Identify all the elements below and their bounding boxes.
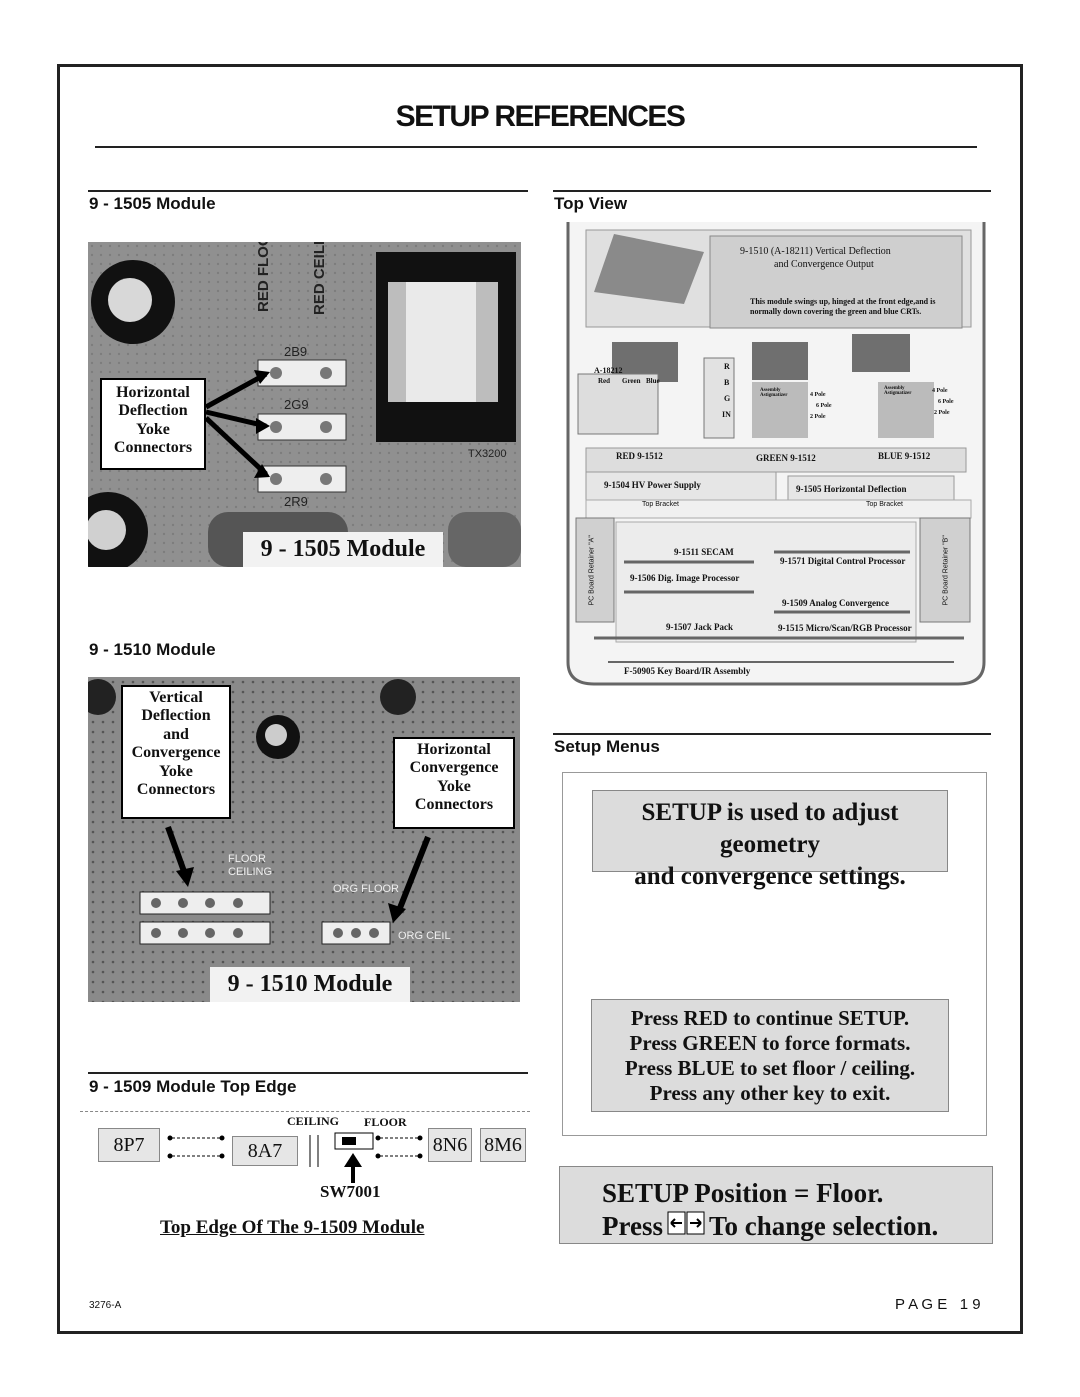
menu-press-text: Press [602, 1211, 663, 1241]
page-border [57, 64, 1023, 1334]
label-retainer-b: PC Board Retainer "B" [942, 535, 950, 606]
connector-8n6: 8N6 [428, 1128, 472, 1162]
label-top-bracket-right: Top Bracket [866, 501, 903, 508]
page-title: SETUP REFERENCES [395, 100, 686, 133]
section-heading-setup-menus: Setup Menus [554, 737, 660, 756]
label-6pole-b: 6 Pole [938, 399, 954, 405]
svg-text:RED FLOOR: RED FLOOR [255, 242, 272, 312]
section-heading-1509-top-edge: 9 - 1509 Module Top Edge [89, 1077, 297, 1096]
menu-option-exit: Press any other key to exit. [649, 1081, 891, 1105]
note-line2: normally down covering the green and blu… [750, 307, 922, 316]
label-assembly-blue: Assembly Astigmatizer [884, 386, 912, 396]
svg-text:FLOOR: FLOOR [228, 853, 266, 865]
photo-1510-module: FLOOR CEILING ORG FLOOR ORG CEIL Vertica… [88, 677, 520, 1002]
svg-text:ORG FLOOR: ORG FLOOR [333, 883, 399, 895]
label-vertical-deflection: Vertical Deflection and Convergence Yoke… [121, 685, 231, 819]
switch-id: SW7001 [320, 1182, 381, 1201]
menu-options-panel: Press RED to continue SETUP. Press GREEN… [591, 999, 949, 1112]
switch-ceiling-label: CEILING [287, 1114, 340, 1128]
arrow-left-right-icon [667, 1210, 705, 1243]
label-2pole-b: 2 Pole [934, 410, 950, 416]
label-in: IN [722, 410, 731, 419]
svg-text:RED CEILING: RED CEILING [311, 242, 328, 315]
menu-screen-frame [562, 772, 987, 1136]
section-rule [88, 190, 528, 192]
switch-floor-label: FLOOR [364, 1115, 407, 1129]
dashed-rule [80, 1111, 530, 1112]
page-number: P A G E 1 9 [895, 1296, 981, 1313]
label-horizontal-deflection: Horizontal Deflection Yoke Connectors [100, 378, 206, 470]
label-blue-1512: BLUE 9-1512 [878, 451, 931, 461]
menu-intro-line1: SETUP is used to adjust geometry [641, 799, 899, 858]
label-dig-image: 9-1506 Dig. Image Processor [630, 573, 740, 583]
connector-8m6: 8M6 [480, 1128, 526, 1162]
label-in-b: B [724, 378, 730, 387]
label-secam: 9-1511 SECAM [674, 547, 734, 557]
label-1510: 9-1510 (A-18211) Vertical Deflection [740, 246, 891, 257]
top-view-diagram: 9-1510 (A-18211) Vertical Deflection and… [564, 222, 988, 688]
circuit-board-illustration: RED FLOOR RED CEILING 2B9 2G9 2R9 TX3200 [88, 242, 521, 567]
menu-intro-line2: and convergence settings. [634, 863, 906, 890]
label-analog-conv: 9-1509 Analog Convergence [782, 598, 889, 608]
edge-caption: Top Edge Of The 9-1509 Module [160, 1217, 425, 1238]
menu-option-red: Press RED to continue SETUP. [630, 1006, 910, 1030]
label-h-deflection: 9-1505 Horizontal Deflection [796, 484, 907, 494]
switch-diagram [167, 1132, 423, 1183]
label-keyboard: F-50905 Key Board/IR Assembly [624, 666, 751, 676]
label-horizontal-convergence: Horizontal Convergence Yoke Connectors [393, 737, 515, 829]
label-4pole-b: 4 Pole [932, 388, 948, 394]
menu-position-line: SETUP Position = Floor. [602, 1178, 884, 1208]
label-6pole-g: 6 Pole [816, 403, 832, 409]
label-green-1512: GREEN 9-1512 [756, 453, 816, 463]
menu-option-blue: Press BLUE to set floor / ceiling. [624, 1056, 916, 1080]
label-a18212: A-18212 [594, 366, 623, 375]
svg-text:2B9: 2B9 [284, 344, 307, 359]
section-heading-top-view: Top View [554, 194, 628, 213]
label-blue-input: Blue [646, 377, 660, 385]
menu-position-panel: SETUP Position = Floor. Press To change … [559, 1166, 993, 1244]
label-micro-scan: 9-1515 Micro/Scan/RGB Processor [778, 623, 912, 633]
label-top-bracket-left: Top Bracket [642, 501, 679, 508]
svg-text:ORG CEIL: ORG CEIL [398, 930, 451, 942]
label-hv-supply: 9-1504 HV Power Supply [604, 480, 701, 490]
label-in-g: G [724, 394, 731, 403]
label-2pole-g: 2 Pole [810, 414, 826, 420]
photo-caption-1505: 9 - 1505 Module [243, 532, 443, 567]
label-in-r: R [724, 362, 730, 371]
doc-id: 3276-A [89, 1300, 122, 1311]
menu-option-green: Press GREEN to force formats. [629, 1031, 911, 1055]
label-retainer-a: PC Board Retainer "A" [588, 535, 596, 606]
section-heading-1510: 9 - 1510 Module [89, 640, 216, 659]
label-assembly-green: Assembly Astigmatizer [760, 388, 788, 398]
title-rule [95, 146, 977, 148]
svg-text:2G9: 2G9 [284, 397, 309, 412]
section-rule [553, 733, 991, 735]
section-heading-1505: 9 - 1505 Module [89, 194, 216, 213]
svg-text:2R9: 2R9 [284, 494, 308, 509]
label-red-1512: RED 9-1512 [616, 451, 663, 461]
label-jack-pack: 9-1507 Jack Pack [666, 622, 733, 632]
label-dcp: 9-1571 Digital Control Processor [780, 556, 906, 566]
label-green-input: Green [622, 377, 641, 385]
connector-8p7: 8P7 [98, 1128, 160, 1162]
menu-change-line: Press To change selection. [602, 1210, 992, 1243]
connector-8a7: 8A7 [232, 1136, 298, 1166]
photo-caption-1510: 9 - 1510 Module [210, 967, 410, 1002]
label-1510-sub: and Convergence Output [774, 259, 874, 270]
section-rule [88, 1072, 528, 1074]
svg-text:TX3200: TX3200 [468, 448, 507, 460]
section-rule [553, 190, 991, 192]
label-red-input: Red [598, 377, 611, 385]
note-line1: This module swings up, hinged at the fro… [750, 297, 936, 306]
photo-1505-module: RED FLOOR RED CEILING 2B9 2G9 2R9 TX3200… [88, 242, 521, 567]
svg-text:CEILING: CEILING [228, 866, 272, 878]
label-4pole-g: 4 Pole [810, 392, 826, 398]
chassis-outline [566, 222, 986, 686]
menu-change-text: To change selection. [709, 1211, 939, 1241]
menu-intro-panel: SETUP is used to adjust geometry and con… [592, 790, 948, 890]
